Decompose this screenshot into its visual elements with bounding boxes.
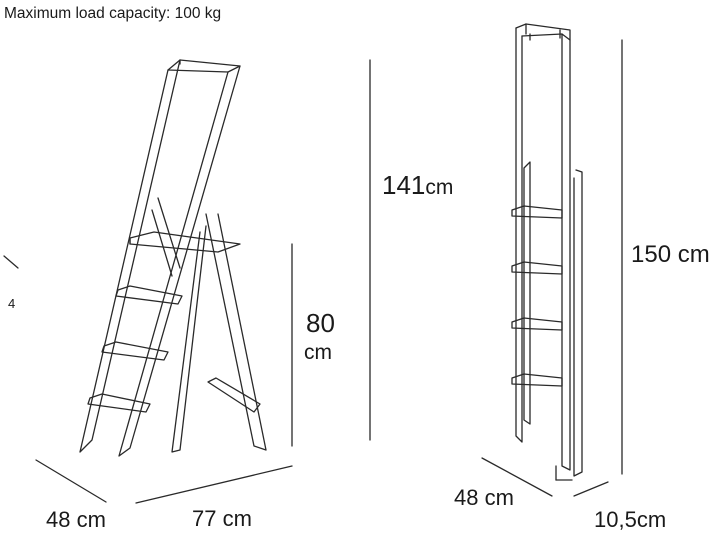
dimension-141-value: 141 xyxy=(382,170,426,200)
folded-ladder-top xyxy=(516,24,570,40)
folded-ladder-rail-left xyxy=(516,28,522,442)
dimension-150cm: 150 cm xyxy=(631,241,710,268)
folded-ladder-step xyxy=(512,262,562,274)
folded-ladder-illustration xyxy=(512,24,582,480)
dimension-80-unit: cm xyxy=(304,341,332,364)
open-ladder-step xyxy=(88,394,150,412)
dimension-line-depth xyxy=(36,460,106,502)
open-ladder-rear-leg xyxy=(206,214,266,450)
open-ladder-front-rail-right xyxy=(119,66,240,456)
page-mark: 4 xyxy=(8,296,16,311)
load-capacity-value: 100 kg xyxy=(174,5,222,22)
dimension-width-77cm: 77 cm xyxy=(192,506,252,531)
load-capacity-text: Maximum load capacity: xyxy=(4,5,171,22)
dimension-folded-depth-48cm: 48 cm xyxy=(454,485,514,510)
open-ladder-step xyxy=(116,286,182,304)
dimension-line-folded-depth xyxy=(482,458,552,496)
open-ladder-rear-leg xyxy=(172,226,206,452)
dimension-line-width xyxy=(136,466,292,503)
dimension-line-thickness xyxy=(574,482,608,496)
open-ladder-front-rail-left xyxy=(80,60,180,452)
dimension-depth-48cm: 48 cm xyxy=(46,507,106,532)
folded-ladder-rail-right xyxy=(562,34,570,470)
open-ladder-rear-brace xyxy=(208,378,260,412)
folded-ladder-step xyxy=(512,206,562,218)
open-ladder-rear-leg xyxy=(152,210,172,276)
dimension-thickness-10-5cm: 10,5cm xyxy=(594,507,667,532)
dimension-80-value: 80 xyxy=(306,308,335,338)
dimension-141-unit: cm xyxy=(425,176,454,199)
folded-ladder-step xyxy=(512,374,562,386)
open-ladder-illustration xyxy=(80,60,266,456)
dimension-line-edge xyxy=(4,256,18,268)
open-ladder-rear-leg xyxy=(158,198,180,268)
dimension-141cm: 141cm xyxy=(382,172,453,198)
open-ladder-step xyxy=(102,342,168,360)
folded-ladder-step-rail xyxy=(524,162,530,424)
load-capacity-label: Maximum load capacity: 100 kg xyxy=(4,6,221,22)
folded-ladder-step xyxy=(512,318,562,330)
open-ladder-top-handle xyxy=(168,60,240,72)
folded-ladder-step-rail xyxy=(574,170,582,476)
